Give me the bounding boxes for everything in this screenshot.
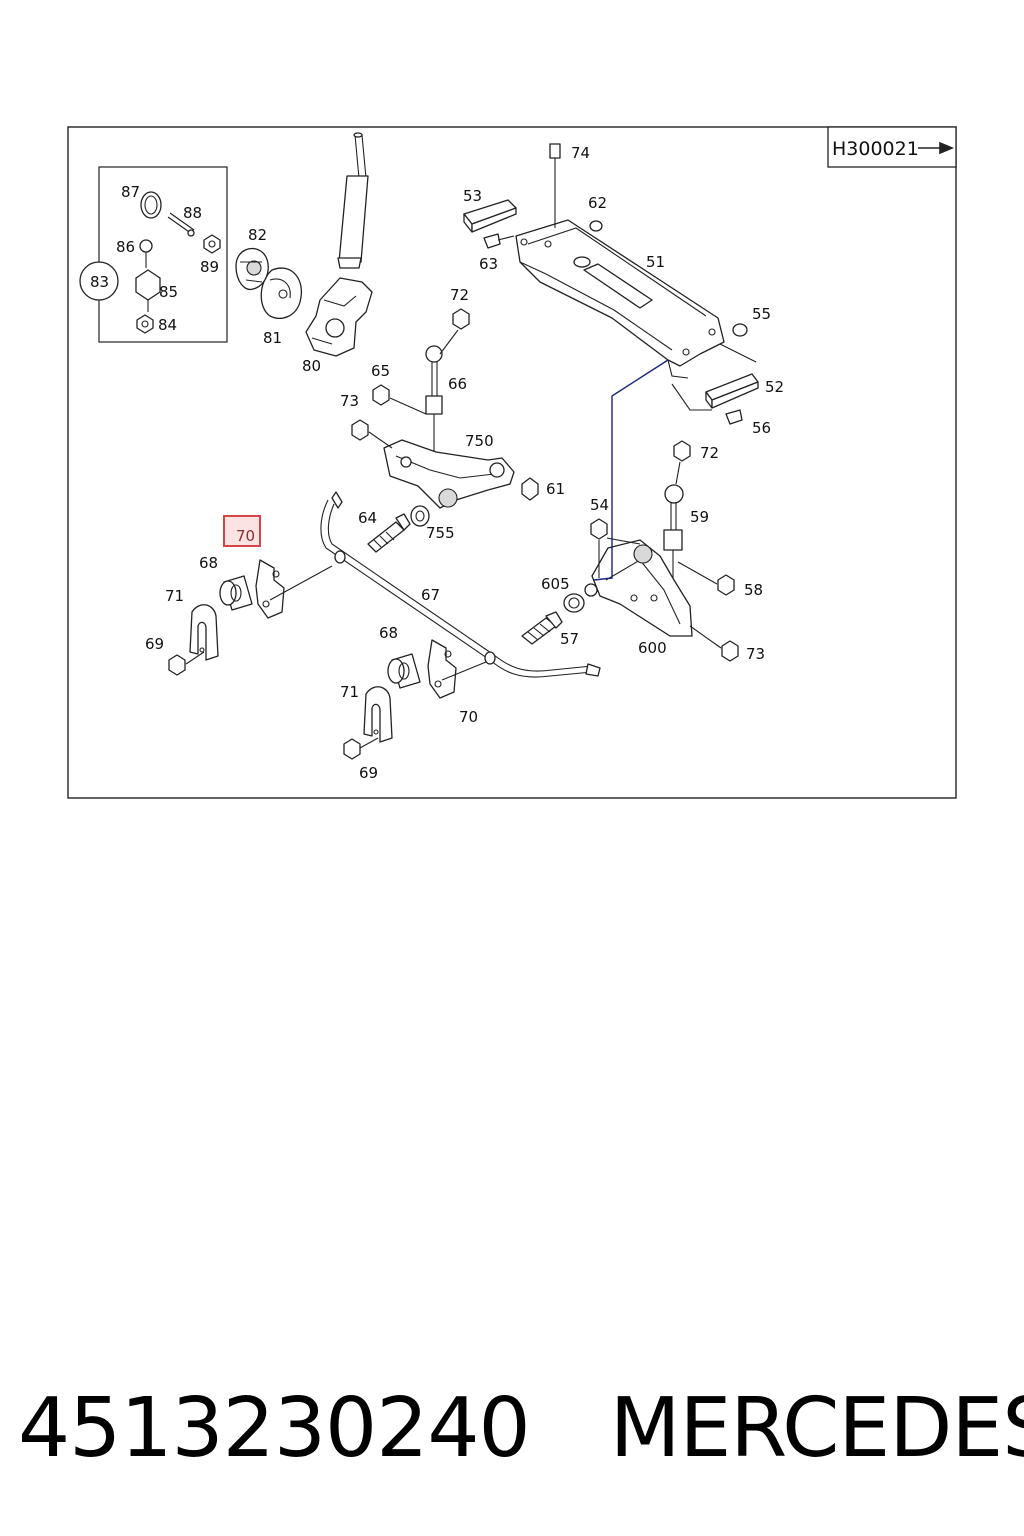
label-85: 85 — [159, 283, 178, 301]
label-67: 67 — [421, 586, 440, 604]
bracket-70-right — [427, 639, 457, 699]
nut-73-left — [351, 419, 369, 441]
stabilizer-link-66 — [425, 345, 443, 452]
bushing-755 — [410, 505, 430, 527]
highlight-box — [223, 515, 261, 547]
bracket-52 — [671, 373, 759, 425]
label-63: 63 — [479, 255, 498, 273]
label-72-top: 72 — [450, 286, 469, 304]
label-58: 58 — [744, 581, 763, 599]
clamp-71-right — [363, 686, 393, 743]
ref-arrow-icon — [918, 141, 955, 155]
label-68-left: 68 — [199, 554, 218, 572]
label-80: 80 — [302, 357, 321, 375]
nut-69-right — [343, 738, 361, 760]
washer-62 — [589, 220, 603, 232]
left-mount-group — [168, 559, 333, 676]
label-82: 82 — [248, 226, 267, 244]
label-53: 53 — [463, 187, 482, 205]
label-64: 64 — [358, 509, 377, 527]
parts-diagram: H300021 — [67, 126, 957, 799]
label-62: 62 — [588, 194, 607, 212]
bolt-64 — [367, 513, 411, 553]
shock-absorber — [337, 132, 369, 269]
dust-cover — [260, 267, 302, 319]
stabilizer-link-59 — [663, 484, 684, 578]
label-89: 89 — [200, 258, 219, 276]
label-59: 59 — [690, 508, 709, 526]
nut-58 — [717, 574, 735, 596]
label-84: 84 — [158, 316, 177, 334]
nut-73-right — [721, 640, 739, 662]
right-mount-group — [343, 639, 487, 760]
stabilizer-bar — [320, 491, 601, 678]
label-72-right: 72 — [700, 444, 719, 462]
bushing-68-right — [387, 653, 421, 689]
nut-54 — [590, 518, 608, 540]
label-600: 600 — [638, 639, 667, 657]
footer: 4513230240 MERCEDES — [18, 1368, 1024, 1488]
label-65: 65 — [371, 362, 390, 380]
label-70-highlighted: 70 — [236, 527, 255, 545]
washer-55 — [732, 323, 748, 337]
label-83: 83 — [90, 273, 109, 291]
bracket-70-left — [255, 559, 285, 619]
label-54: 54 — [590, 496, 609, 514]
label-71-left: 71 — [165, 587, 184, 605]
label-69-right: 69 — [359, 764, 378, 782]
bushing-605 — [563, 593, 585, 613]
clamp-71-left — [189, 604, 219, 661]
label-73-left: 73 — [340, 392, 359, 410]
label-57: 57 — [560, 630, 579, 648]
crossmember — [515, 219, 757, 379]
label-51: 51 — [646, 253, 665, 271]
label-81: 81 — [263, 329, 282, 347]
inset-box — [98, 166, 228, 343]
inset-parts — [79, 191, 221, 334]
nut-72-top — [452, 308, 470, 330]
nut-65 — [372, 384, 390, 406]
diagram-frame — [67, 126, 957, 799]
label-56: 56 — [752, 419, 771, 437]
callout-circle — [79, 261, 119, 301]
label-86: 86 — [116, 238, 135, 256]
label-750: 750 — [465, 432, 494, 450]
label-87: 87 — [121, 183, 140, 201]
label-66: 66 — [448, 375, 467, 393]
callout-labels: 74 53 62 63 51 55 52 56 72 66 65 73 750 … — [90, 144, 784, 782]
label-61: 61 — [546, 480, 565, 498]
label-74: 74 — [571, 144, 590, 162]
control-arm-600 — [584, 539, 693, 637]
bolt-74 — [549, 143, 561, 228]
label-73-right: 73 — [746, 645, 765, 663]
control-arm-750 — [383, 439, 515, 509]
assembly-line — [593, 359, 669, 581]
ref-code-box: H300021 — [827, 126, 957, 168]
label-55: 55 — [752, 305, 771, 323]
bushing-68-left — [219, 575, 253, 611]
bracket-53 — [463, 199, 517, 249]
ref-code: H300021 — [832, 138, 919, 160]
label-88: 88 — [183, 204, 202, 222]
nut-72-right — [673, 440, 691, 462]
label-71-right: 71 — [340, 683, 359, 701]
bolt-57 — [521, 611, 563, 645]
spring-plate — [235, 247, 269, 290]
label-69-left: 69 — [145, 635, 164, 653]
label-70-right: 70 — [459, 708, 478, 726]
label-52: 52 — [765, 378, 784, 396]
label-605: 605 — [541, 575, 570, 593]
brand-name: MERCEDES — [609, 1380, 1024, 1476]
wheel-carrier — [305, 277, 373, 357]
nut-69-left — [168, 654, 186, 676]
nut-61 — [521, 477, 539, 501]
label-68-right: 68 — [379, 624, 398, 642]
part-number: 4513230240 — [18, 1380, 531, 1476]
label-755: 755 — [426, 524, 455, 542]
